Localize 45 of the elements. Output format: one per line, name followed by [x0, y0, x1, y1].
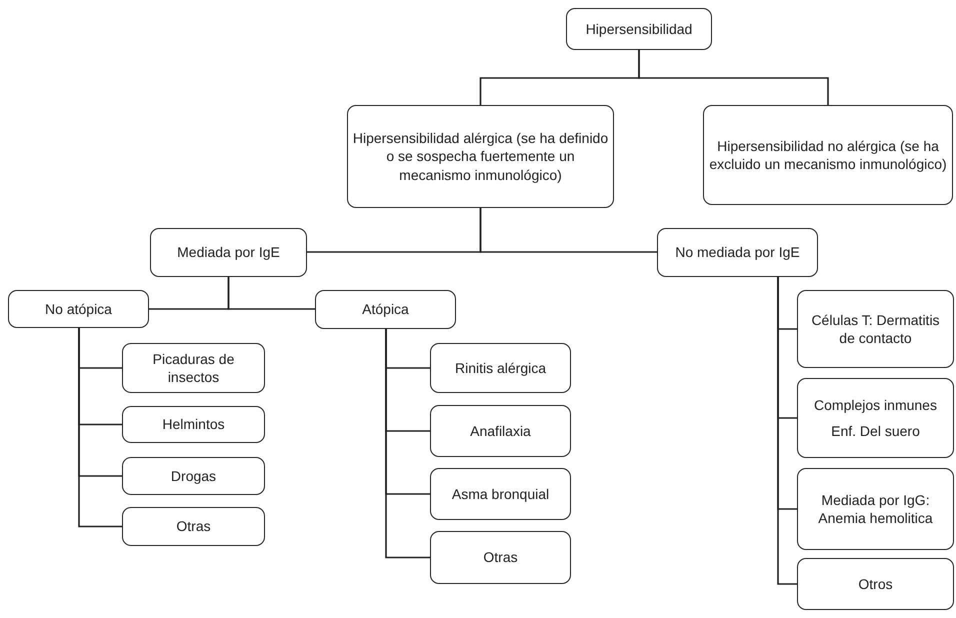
category-box	[797, 290, 954, 368]
box-label: Anafilaxia	[470, 422, 531, 440]
category-box	[122, 507, 265, 546]
box-label: Rinitis alérgica	[454, 358, 546, 378]
box-label: Asma bronquial	[452, 484, 550, 504]
box-label: Otros	[858, 574, 893, 594]
category-box	[315, 290, 456, 329]
category-box	[797, 558, 954, 610]
connector-line	[638, 50, 829, 105]
box-label: Atópica	[362, 300, 409, 319]
category-box	[347, 105, 614, 208]
box-label: No atópica	[45, 300, 112, 318]
connector-line	[228, 277, 315, 310]
category-box	[8, 290, 149, 328]
box-label: Hipersensibilidad alérgica (se ha definido o se sospecha fuertemente un mecanismo inmunológico)	[352, 129, 609, 184]
box-label: Hipersensibilidad	[586, 20, 692, 38]
category-box	[657, 228, 818, 277]
connector-line	[777, 277, 797, 585]
category-box	[430, 531, 571, 584]
box-label: Complejos inmunes	[814, 396, 937, 414]
category-box	[797, 378, 954, 458]
box-label: Drogas	[170, 466, 216, 486]
box-label: Enf. Del suero	[831, 422, 920, 440]
box-label: No mediada por IgE	[675, 243, 800, 262]
box-label: Otras	[483, 548, 518, 567]
box-label: Hipersensibilidad no alérgica (se ha excluido un mecanismo inmunológico)	[708, 136, 948, 174]
category-box	[150, 228, 307, 277]
category-box	[430, 405, 571, 457]
category-box	[430, 468, 571, 520]
category-box	[703, 105, 953, 205]
box-label: Picaduras de insectos	[152, 350, 236, 386]
connector-line	[385, 329, 430, 558]
box-label: Mediada por IgG: Anemia hemolitica	[817, 490, 934, 528]
connector-line	[480, 208, 657, 253]
category-box	[430, 343, 571, 393]
category-box	[566, 8, 712, 50]
connector-line	[78, 328, 122, 528]
category-box	[797, 468, 954, 550]
category-box	[122, 457, 265, 495]
category-box	[122, 406, 265, 443]
box-label: Mediada por IgE	[177, 243, 280, 262]
category-box	[122, 343, 265, 393]
box-label: Otras	[176, 517, 211, 536]
box-label: Células T: Dermatitis de contacto	[810, 310, 941, 348]
box-label: Helmintos	[162, 415, 225, 434]
